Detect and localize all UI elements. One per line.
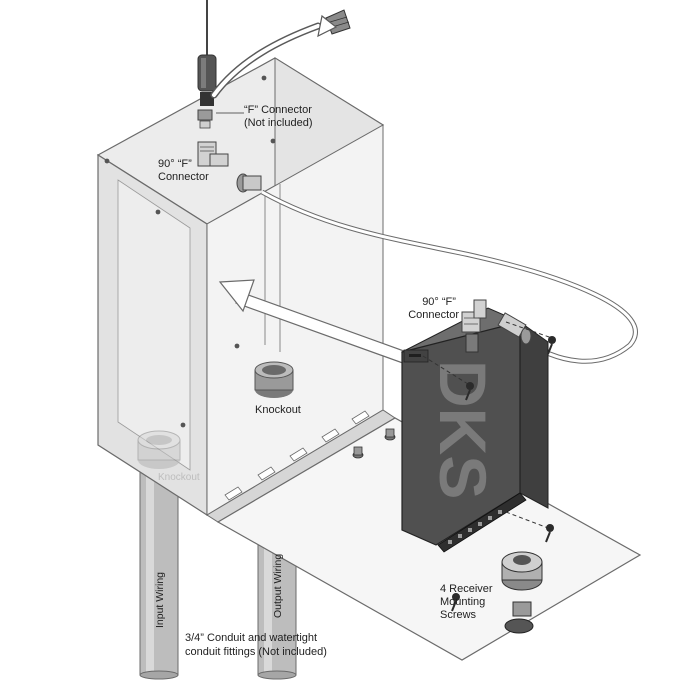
mounting-screw-3 — [545, 524, 554, 543]
f-connector-top — [197, 109, 213, 129]
receiver-logo: DKS — [426, 360, 500, 499]
receiver-front — [401, 321, 521, 546]
label-90-connector-top: 90° “F” Connector — [158, 158, 209, 183]
enclosure-left-panel — [117, 179, 191, 471]
label-f-connector: “F” Connector (Not included) — [244, 104, 315, 129]
receiver-unit: DKS — [400, 307, 549, 553]
standoff-1 — [352, 446, 364, 459]
cable-connector-top — [236, 173, 262, 193]
label-knockout-bottom: Knockout — [158, 472, 200, 483]
screw-guide-lines — [422, 321, 553, 529]
connector-90-top — [197, 141, 229, 167]
knockout-fitting-bottom — [137, 430, 181, 469]
arrow-insert-receiver — [218, 279, 416, 367]
cable-connector-receiver — [497, 312, 532, 345]
standoff-2 — [384, 428, 396, 441]
label-input-wiring: Input Wiring — [154, 572, 166, 628]
connector-90-receiver — [461, 299, 487, 353]
antenna — [197, 0, 217, 106]
mounting-screw-4 — [451, 593, 460, 612]
mounting-screw-1 — [465, 382, 474, 401]
grounding-fitting — [501, 551, 543, 634]
knockout-fitting-inner — [254, 361, 294, 398]
label-mounting-screws: 4 Receiver Mounting Screws — [440, 583, 496, 621]
receiver-side — [519, 321, 549, 509]
label-output-wiring: Output Wiring — [272, 554, 284, 618]
mounting-screw-2 — [547, 336, 556, 355]
label-conduit-note: 3/4” Conduit and watertight conduit fitt… — [185, 632, 327, 658]
label-knockout-inner: Knockout — [255, 404, 301, 416]
label-90-connector-right: 90° “F” Connector — [408, 296, 459, 321]
